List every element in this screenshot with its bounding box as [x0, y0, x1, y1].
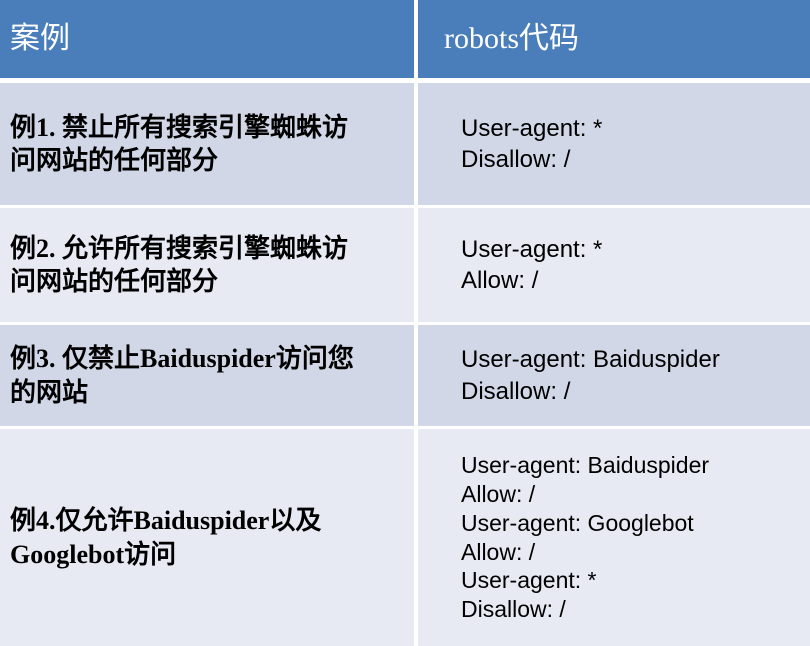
header-body-spacer-gap [414, 78, 418, 83]
row-divider-3 [414, 325, 418, 426]
case-cell-4: 例4.仅允许Baiduspider以及 Googlebot访问 [0, 429, 414, 646]
code-cell-2: User-agent: * Allow: / [418, 208, 810, 322]
row-separator-1-right [418, 205, 810, 208]
row-divider-4 [414, 429, 418, 646]
case-text-1: 例1. 禁止所有搜索引擎蜘蛛访 问网站的任何部分 [10, 112, 349, 175]
header-body-spacer [0, 78, 810, 83]
case-text-4: 例4.仅允许Baiduspider以及 Googlebot访问 [10, 506, 322, 569]
case-text-3: 例3. 仅禁止Baiduspider访问您 的网站 [10, 344, 354, 407]
code-text-4: User-agent: Baiduspider Allow: / User-ag… [461, 451, 710, 623]
row-separator-1-left [0, 205, 414, 208]
code-cell-4: User-agent: Baiduspider Allow: / User-ag… [418, 429, 810, 646]
row-divider-2 [414, 208, 418, 322]
table-row: 例2. 允许所有搜索引擎蜘蛛访 问网站的任何部分 User-agent: * A… [0, 208, 810, 322]
case-cell-2: 例2. 允许所有搜索引擎蜘蛛访 问网站的任何部分 [0, 208, 414, 322]
code-text-1: User-agent: * Disallow: / [461, 114, 603, 173]
code-cell-1: User-agent: * Disallow: / [418, 83, 810, 205]
row-separator-3-left [0, 426, 414, 429]
header-body-spacer-right [418, 78, 810, 83]
column-divider [414, 0, 418, 78]
row-separator-1 [0, 205, 810, 208]
code-text-2: User-agent: * Allow: / [461, 235, 603, 294]
code-cell-3: User-agent: Baiduspider Disallow: / [418, 325, 810, 426]
row-separator-3-gap [414, 426, 418, 429]
table-row: 例1. 禁止所有搜索引擎蜘蛛访 问网站的任何部分 User-agent: * D… [0, 83, 810, 205]
header-label-code: robots代码 [444, 21, 579, 55]
header-cell-case: 案例 [0, 0, 414, 78]
row-separator-3-right [418, 426, 810, 429]
row-separator-2-gap [414, 322, 418, 325]
header-label-case: 案例 [10, 21, 70, 55]
case-cell-3: 例3. 仅禁止Baiduspider访问您 的网站 [0, 325, 414, 426]
table-row: 例3. 仅禁止Baiduspider访问您 的网站 User-agent: Ba… [0, 325, 810, 426]
table-row: 例4.仅允许Baiduspider以及 Googlebot访问 User-age… [0, 429, 810, 646]
case-cell-1: 例1. 禁止所有搜索引擎蜘蛛访 问网站的任何部分 [0, 83, 414, 205]
case-text-2: 例2. 允许所有搜索引擎蜘蛛访 问网站的任何部分 [10, 233, 349, 296]
table-header-row: 案例 robots代码 [0, 0, 810, 78]
row-separator-2-right [418, 322, 810, 325]
header-body-spacer-left [0, 78, 414, 83]
code-text-3: User-agent: Baiduspider Disallow: / [461, 346, 720, 405]
row-separator-3 [0, 426, 810, 429]
row-divider-1 [414, 83, 418, 205]
row-separator-2-left [0, 322, 414, 325]
row-separator-2 [0, 322, 810, 325]
row-separator-1-gap [414, 205, 418, 208]
header-cell-code: robots代码 [418, 0, 810, 78]
